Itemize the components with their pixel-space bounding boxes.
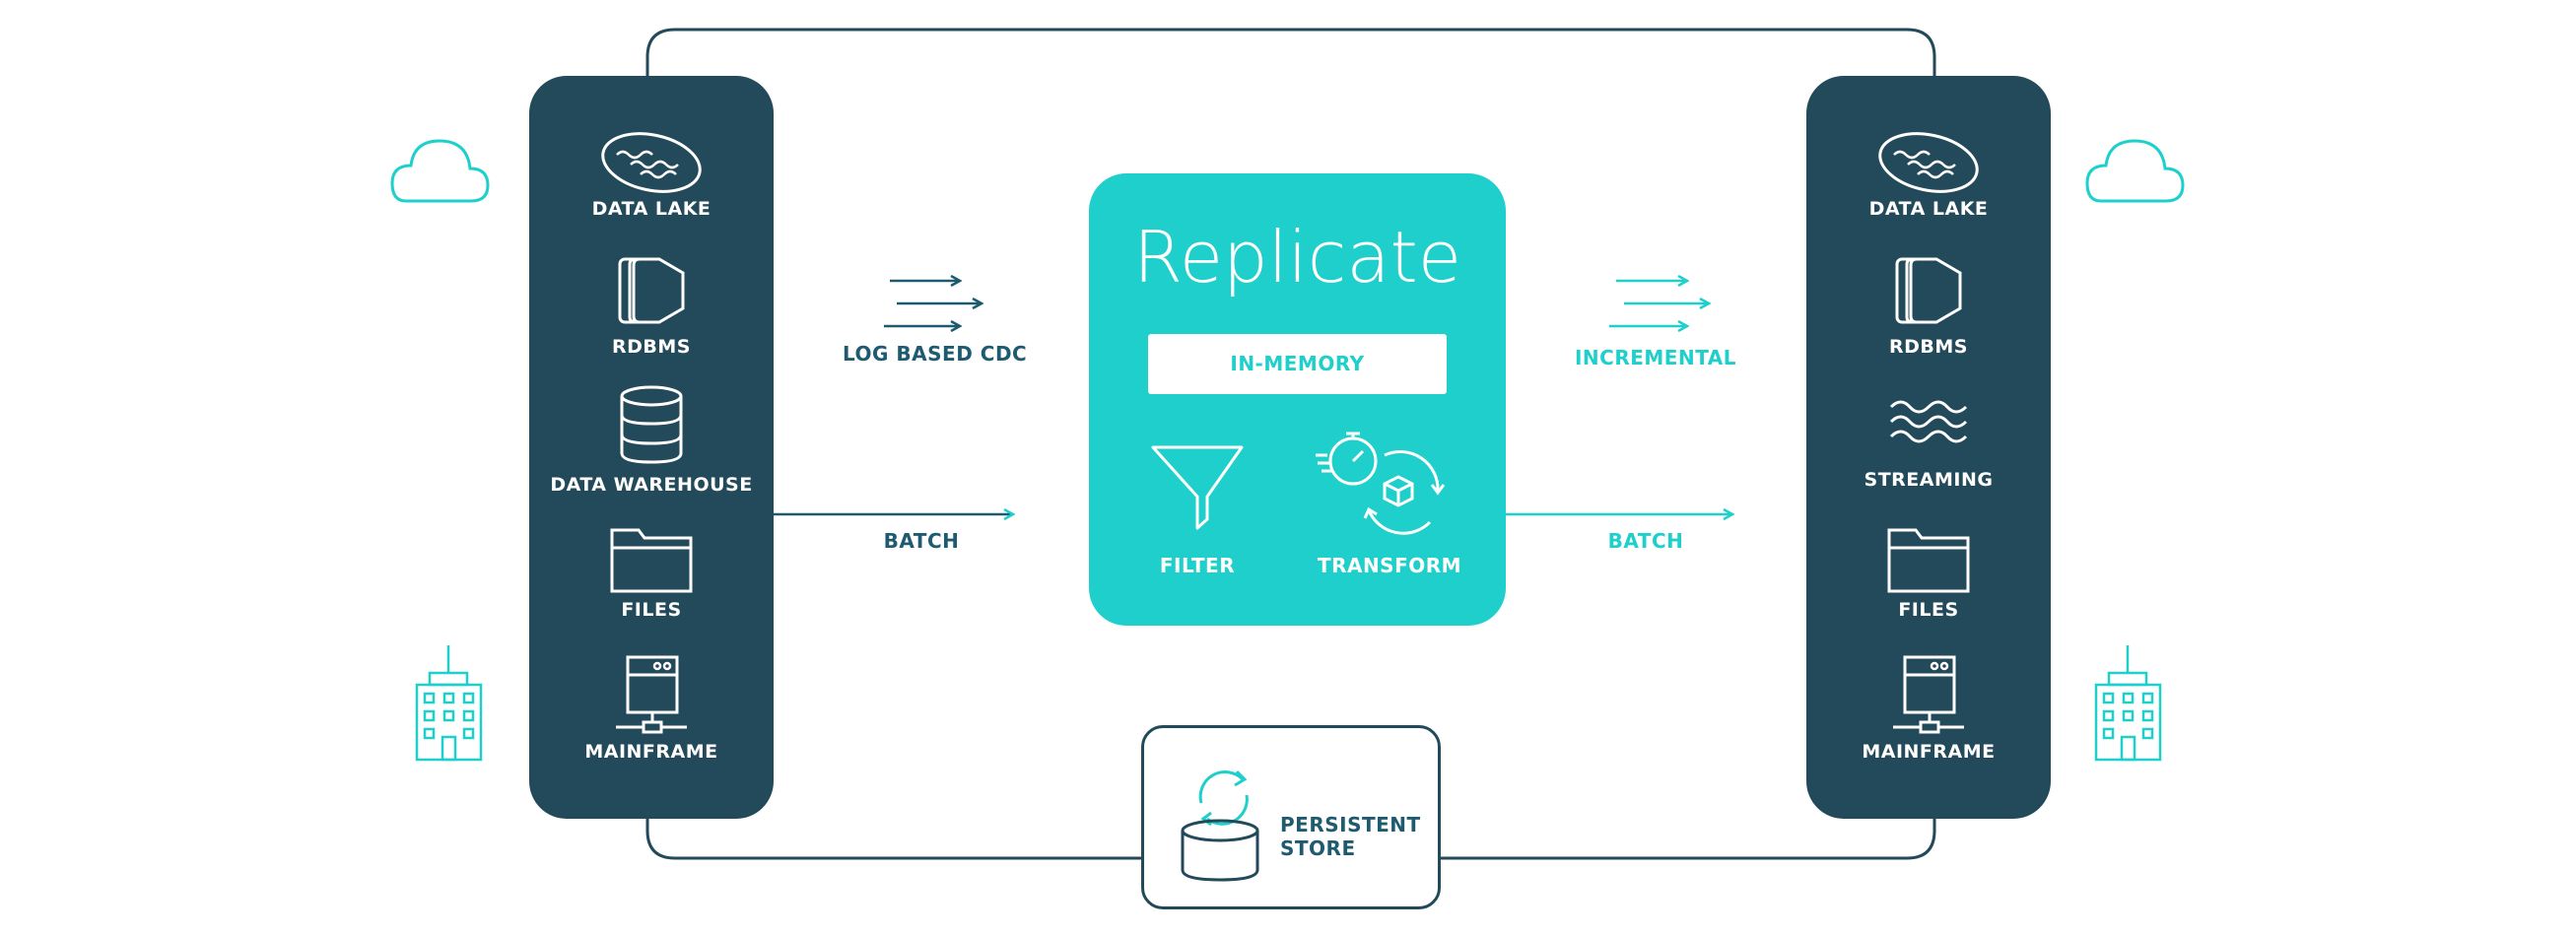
transform-icon — [1316, 432, 1446, 535]
target-label-streaming: STREAMING — [1864, 469, 1994, 491]
cloud-icon-right — [2085, 139, 2185, 203]
persistent-store-box: PERSISTENT STORE — [1141, 725, 1441, 909]
rdbms-icon — [529, 253, 774, 342]
log-based-cdc-label: LOG BASED CDC — [843, 342, 1028, 366]
source-label-mainframe: MAINFRAME — [584, 741, 718, 763]
cloud-icon-left — [390, 139, 490, 203]
right-batch-label: BATCH — [1607, 529, 1684, 553]
replicate-engine-box: Replicate IN-MEMORY FILTER T — [1089, 173, 1506, 626]
target-label-data-lake: DATA LAKE — [1868, 198, 1989, 220]
replicate-title: Replicate — [1132, 216, 1462, 299]
source-panel: DATA LAKE RDBMS DATA WAREHOUSE F — [529, 76, 774, 819]
source-label-data-warehouse: DATA WAREHOUSE — [550, 474, 753, 496]
filter-label: FILTER — [1159, 554, 1236, 577]
source-label-files: FILES — [621, 599, 682, 621]
persistent-store-icon — [1181, 769, 1259, 882]
building-icon-right — [2094, 645, 2162, 762]
transform-label: TRANSFORM — [1317, 554, 1462, 577]
left-batch-label: BATCH — [883, 529, 960, 553]
source-label-rdbms: RDBMS — [612, 336, 691, 358]
mainframe-icon — [1806, 653, 2051, 742]
bottom-loop-line-right — [1441, 819, 1936, 860]
target-label-rdbms: RDBMS — [1889, 336, 1968, 358]
cdc-arrows — [884, 281, 982, 326]
filter-icon — [1151, 445, 1244, 530]
folder-icon — [1806, 524, 2051, 613]
data-lake-icon — [1806, 125, 2051, 214]
top-loop-line — [645, 28, 1936, 76]
persistent-store-label: PERSISTENT STORE — [1280, 813, 1421, 860]
bottom-loop-line — [645, 819, 1141, 860]
incremental-arrows — [1609, 281, 1709, 326]
rdbms-icon — [1806, 253, 2051, 342]
database-icon — [529, 384, 774, 473]
building-icon-left — [415, 645, 483, 762]
mainframe-icon — [529, 653, 774, 742]
in-memory-badge: IN-MEMORY — [1148, 334, 1447, 394]
target-panel: DATA LAKE RDBMS STREAMING FILES — [1806, 76, 2051, 819]
source-label-data-lake: DATA LAKE — [591, 198, 712, 220]
data-lake-icon — [529, 125, 774, 214]
streaming-icon — [1806, 397, 2051, 486]
target-label-mainframe: MAINFRAME — [1862, 741, 1996, 763]
folder-icon — [529, 524, 774, 613]
target-label-files: FILES — [1898, 599, 1959, 621]
incremental-label: INCREMENTAL — [1574, 346, 1737, 369]
